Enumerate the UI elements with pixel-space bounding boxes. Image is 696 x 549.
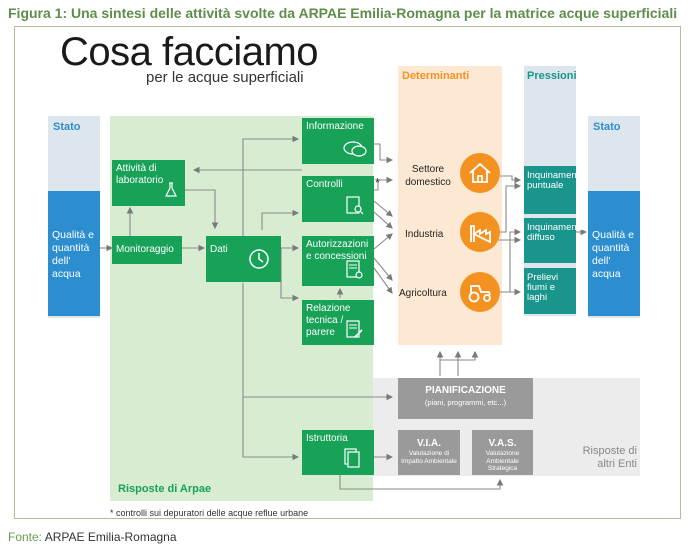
dati-label: Dati — [210, 244, 228, 255]
pianificazione-sub: (piani, programmi, etc...) — [424, 398, 507, 407]
tractor-icon — [460, 272, 500, 312]
page-title: Cosa facciamo — [60, 30, 319, 74]
stato-left-text: Qualità e quantità dell' acqua — [52, 229, 95, 280]
source-text: ARPAE Emilia-Romagna — [44, 530, 177, 544]
footnote: * controlli sui depuratori delle acque r… — [110, 508, 308, 518]
clock-icon — [249, 249, 269, 269]
house-icon — [460, 153, 500, 193]
figure-frame — [14, 26, 681, 519]
altri-enti-label: Risposte di altri Enti — [582, 445, 637, 470]
laboratorio-label: Attività di laboratorio — [116, 163, 164, 186]
determinante-industria-label: Industria — [405, 229, 444, 240]
flask-icon — [165, 182, 177, 197]
monitoraggio-box: Monitoraggio — [112, 236, 182, 264]
factory-icon — [460, 212, 500, 252]
via-box: V.I.A. Valutazione di Impatto Ambientale — [398, 430, 460, 475]
pressione-prelievi-box: Prelievi fiumi e laghi — [524, 268, 576, 314]
vas-title: V.A.S. — [488, 438, 517, 449]
stato-left-box: Qualità e quantità dell' acqua — [48, 191, 100, 316]
pressione-puntuale-box: Inquinamento puntuale — [524, 166, 585, 214]
source-label: Fonte: — [8, 530, 43, 544]
page-subtitle: per le acque superficiali — [146, 69, 304, 86]
determinanti-header: Determinanti — [402, 70, 470, 82]
informazione-box: Informazione — [302, 118, 374, 164]
footnote-text: controlli sui depuratori delle acque ref… — [116, 508, 309, 518]
monitoraggio-label: Monitoraggio — [116, 244, 174, 255]
star-marker: * — [375, 175, 381, 190]
istruttoria-box: Istruttoria — [302, 430, 374, 475]
determinante-agricoltura-label: Agricoltura — [399, 288, 447, 299]
document-search-icon — [346, 196, 364, 215]
autorizzazioni-label: Autorizzazioni e concessioni — [306, 239, 369, 262]
laboratorio-box: Attività di laboratorio — [112, 160, 185, 206]
autorizzazioni-box: Autorizzazioni e concessioni — [302, 236, 374, 286]
relazione-box: Relazione tecnica / parere — [302, 300, 374, 345]
pianificazione-box: PIANIFICAZIONE (piani, programmi, etc...… — [398, 378, 533, 419]
vas-sub: Valutazione Ambientale Strategica — [485, 450, 520, 472]
footnote-star: * — [110, 508, 114, 518]
stato-left-header: Stato — [53, 121, 81, 133]
pressione-diffuso-label: Inquinamento diffuso — [527, 222, 585, 243]
via-sub: Valutazione di Impatto Ambientale — [401, 450, 457, 465]
stato-right-header: Stato — [593, 121, 621, 133]
via-title: V.I.A. — [416, 438, 442, 449]
vas-box: V.A.S. Valutazione Ambientale Strategica — [472, 430, 533, 475]
determinante-domestico-label: Settore domestico — [405, 164, 451, 188]
arpae-label: Risposte di Arpae — [118, 483, 212, 495]
stato-right-text: Qualità e quantità dell' acqua — [592, 229, 635, 280]
controlli-box: Controlli — [302, 176, 374, 222]
document-stamp-icon — [346, 260, 363, 279]
istruttoria-label: Istruttoria — [306, 433, 348, 444]
controlli-label: Controlli — [306, 179, 343, 190]
document-edit-icon — [346, 320, 363, 338]
dati-box: Dati — [206, 236, 281, 282]
relazione-label: Relazione tecnica / parere — [306, 303, 351, 338]
pianificazione-title: PIANIFICAZIONE — [425, 385, 506, 396]
pressione-prelievi-label: Prelievi fiumi e laghi — [527, 272, 559, 303]
document-stack-icon — [344, 448, 360, 468]
source-footer: Fonte: ARPAE Emilia-Romagna — [8, 530, 177, 544]
figure-caption: Figura 1: Una sintesi delle attività svo… — [8, 5, 678, 21]
stato-right-box: Qualità e quantità dell' acqua — [588, 191, 640, 316]
pressione-puntuale-label: Inquinamento puntuale — [527, 170, 585, 191]
informazione-label: Informazione — [306, 121, 364, 132]
pressione-diffuso-box: Inquinamento diffuso — [524, 218, 585, 263]
chat-icon — [343, 141, 367, 157]
pressioni-header: Pressioni — [527, 70, 577, 82]
